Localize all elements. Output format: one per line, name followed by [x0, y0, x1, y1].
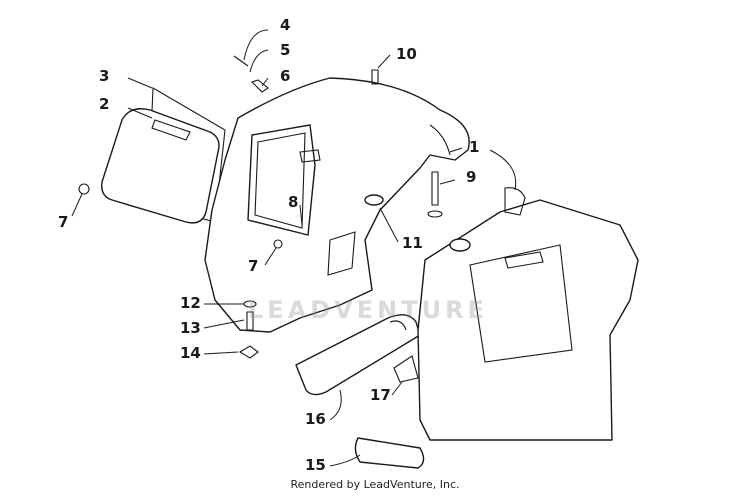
footer-credit: Rendered by LeadVenture, Inc. — [290, 478, 460, 491]
callout-5: 5 — [280, 41, 291, 59]
callout-11: 11 — [402, 234, 423, 252]
screw-part-7a — [78, 183, 90, 195]
callout-15: 15 — [305, 456, 326, 474]
clip-part-17 — [393, 355, 419, 383]
callout-7a: 7 — [58, 213, 69, 231]
callout-12: 12 — [180, 294, 201, 312]
fender-housing-part — [204, 69, 470, 333]
callout-13: 13 — [180, 319, 201, 337]
pad-part-15 — [354, 437, 425, 469]
callout-6: 6 — [280, 67, 291, 85]
callout-3: 3 — [99, 67, 110, 85]
callout-4: 4 — [280, 16, 291, 34]
watermark: LEADVENTURE — [248, 296, 488, 324]
leader-lines — [71, 29, 517, 467]
grommet-part-11 — [364, 194, 384, 206]
callout-7b: 7 — [248, 257, 259, 275]
callout-16: 16 — [305, 410, 326, 428]
spacer-part-13 — [246, 311, 254, 331]
storage-box-part — [417, 187, 639, 441]
screw-part-7b — [273, 239, 283, 249]
lid-part — [78, 87, 226, 224]
bolt-part-10 — [371, 69, 379, 85]
callout-17: 17 — [370, 386, 391, 404]
washer-part-14 — [238, 345, 259, 359]
callout-10: 10 — [396, 45, 417, 63]
callout-14: 14 — [180, 344, 201, 362]
callout-8: 8 — [288, 193, 299, 211]
callout-9: 9 — [466, 168, 477, 186]
hardware-part-4-6 — [233, 55, 269, 93]
callout-2: 2 — [99, 95, 110, 113]
bolt-part-9 — [431, 171, 439, 206]
callout-1: 1 — [469, 138, 480, 156]
